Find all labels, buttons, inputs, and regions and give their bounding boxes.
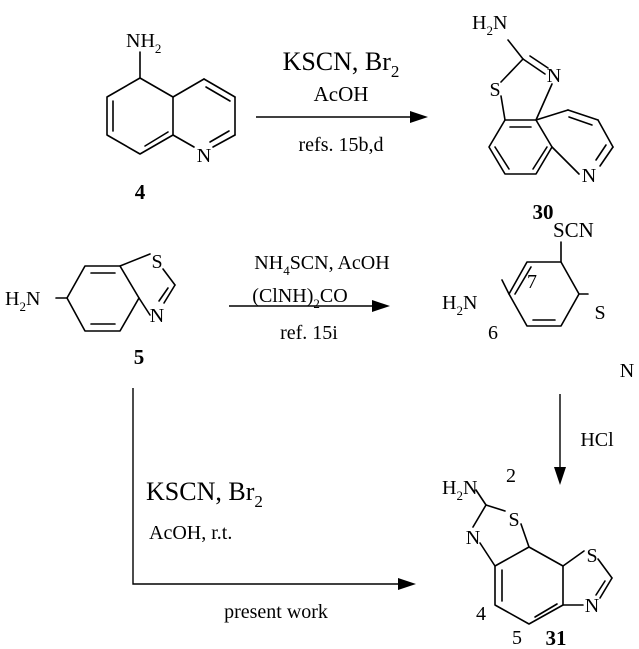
reaction-arrow-2-head: [372, 300, 390, 312]
intermediate-thiocyanate-label: SCN: [553, 218, 594, 242]
compound-30-amino-label: H2N: [472, 12, 507, 38]
compound-4-structure: [106, 51, 236, 155]
compound-5-nitrogen: N: [150, 305, 164, 327]
compound-5-amino-label: H2N: [5, 288, 40, 314]
arrow-1-reagent-line-1: KSCN, Br2: [283, 47, 400, 81]
arrow-3-reagent-line-2: AcOH, r.t.: [149, 522, 232, 544]
reaction-arrow-3: [132, 388, 403, 585]
intermediate-sulfur: S: [594, 302, 605, 324]
intermediate-position-7: 7: [527, 271, 537, 293]
compound-30-sulfur: S: [489, 79, 500, 101]
compound-31-position-5: 5: [512, 627, 522, 649]
compound-30-thiazole-nitrogen: N: [547, 65, 561, 87]
reaction-arrow-3-head: [398, 578, 416, 590]
compound-30-structure: [488, 39, 614, 175]
intermediate-position-6: 6: [488, 322, 498, 344]
arrow-1-reagent-line-2: AcOH: [314, 82, 369, 106]
reaction-arrow-hcl-head: [554, 467, 566, 485]
compound-4-ring-nitrogen: N: [197, 145, 211, 167]
arrow-hcl-reagent: HCl: [580, 429, 614, 451]
compound-31-nitrogen-1: N: [466, 527, 480, 549]
intermediate-nitrogen: N: [620, 360, 634, 382]
arrow-2-reagent-line-2: (ClNH)2CO: [252, 285, 347, 311]
compound-4-number: 4: [135, 180, 146, 204]
compound-31-sulfur-2: S: [586, 545, 597, 567]
intermediate-structure: [501, 241, 589, 327]
compound-4-amino-label: NH2: [126, 30, 161, 56]
arrow-2-reagent-line-1: NH4SCN, AcOH: [254, 252, 389, 278]
arrow-3-label: present work: [224, 601, 328, 623]
compound-30-pyridine-nitrogen: N: [582, 165, 596, 187]
arrow-1-reference: refs. 15b,d: [299, 134, 384, 156]
reaction-arrow-1-head: [410, 111, 428, 123]
intermediate-amino-label: H2N: [442, 292, 477, 318]
compound-31-nitrogen-2: N: [585, 595, 599, 617]
arrow-3-reagent-line-1: KSCN, Br2: [146, 477, 263, 511]
compound-31-number: 31: [546, 626, 567, 649]
compound-31-position-4: 4: [476, 603, 486, 625]
compound-31-structure: [472, 489, 613, 625]
compound-31-amino-label: H2N: [442, 477, 477, 503]
compound-31-sulfur-1: S: [508, 509, 519, 531]
compound-31-position-2: 2: [506, 465, 516, 487]
compound-5-structure: [55, 253, 176, 332]
compound-5-number: 5: [134, 345, 145, 369]
arrow-2-reference: ref. 15i: [280, 322, 338, 344]
compound-30-number: 30: [533, 200, 554, 224]
compound-5-sulfur: S: [151, 251, 162, 273]
